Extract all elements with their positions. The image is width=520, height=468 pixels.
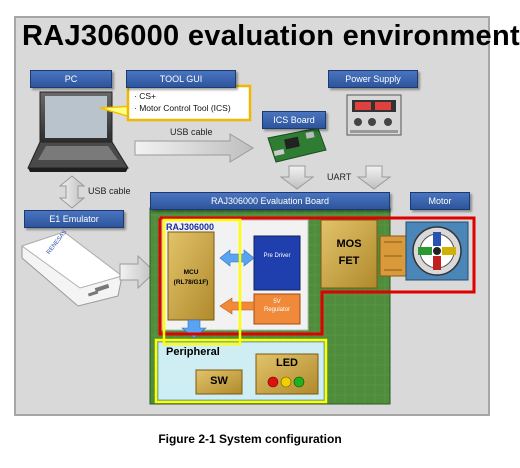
mosfet-label: MOS FET [321, 236, 377, 270]
led-label: LED [276, 357, 298, 369]
e1-emulator-illustration [20, 231, 124, 307]
chip-label: RAJ306000 [166, 222, 215, 232]
motor-illustration [405, 221, 469, 281]
led-block [255, 353, 319, 395]
figure-caption: Figure 2-1 System configuration [158, 432, 342, 446]
pc-header: PC [30, 70, 112, 88]
sw-block [195, 369, 243, 395]
mosfet-label-line2: FET [338, 255, 360, 267]
e1-arrow-board [119, 254, 156, 290]
peripheral-label: Peripheral [166, 346, 220, 358]
uart-label: UART [327, 172, 352, 182]
pre-driver-label: Pre Driver [263, 253, 291, 259]
tool-gui-item: · CS+ [134, 91, 156, 101]
regulator-label-line2: Regulator [263, 307, 290, 313]
mcu-label-line2: (RL78/G1F) [173, 279, 209, 286]
usb-cable-label-left: USB cable [88, 186, 131, 196]
mcu-predriver-arrow [219, 249, 255, 267]
ics-board-illustration [267, 127, 327, 163]
power-supply-illustration [346, 94, 402, 136]
usb-cable-label-top: USB cable [170, 127, 213, 137]
regulator-mcu-arrow [219, 297, 255, 315]
regulator-block [253, 293, 301, 325]
uart-arrow-ics-board [279, 165, 315, 190]
power-supply-header: Power Supply [328, 70, 418, 88]
mosfet-label-line1: MOS [336, 238, 362, 250]
ics-board-header: ICS Board [262, 111, 326, 129]
motor-header: Motor [410, 192, 470, 210]
led-red [267, 376, 279, 388]
sw-label: SW [210, 375, 228, 387]
tool-gui-header: TOOL GUI [126, 70, 236, 88]
usb-arrow-pc-e1 [58, 175, 86, 209]
eval-board-header: RAJ306000 Evaluation Board [150, 192, 390, 210]
tool-gui-list: · CS+ · Motor Control Tool (ICS) [134, 90, 231, 114]
tool-gui-item: · Motor Control Tool (ICS) [134, 103, 231, 113]
laptop-illustration [27, 91, 129, 172]
mcu-label-line1: MCU [183, 269, 199, 276]
usb-arrow-pc-ics [134, 133, 254, 163]
pre-driver-block [253, 235, 301, 291]
tool-gui-callout [99, 84, 252, 122]
mosfet-block [320, 219, 378, 289]
peripheral-highlight-outline [154, 338, 328, 404]
regulator-label: 5V Regulator [254, 298, 300, 314]
power-arrow-board [356, 165, 392, 190]
mcu-highlight-outline [162, 218, 242, 346]
mcu-label: MCU (RL78/G1F) [168, 268, 214, 288]
e1-emulator-header: E1 Emulator [24, 210, 124, 228]
regulator-label-line1: 5V [273, 299, 281, 305]
led-green [293, 376, 305, 388]
diagram-graphics [20, 84, 476, 405]
drive-highlight-outline [158, 216, 476, 336]
led-yellow [280, 376, 292, 388]
diagram-title: RAJ306000 evaluation environment [22, 20, 520, 52]
